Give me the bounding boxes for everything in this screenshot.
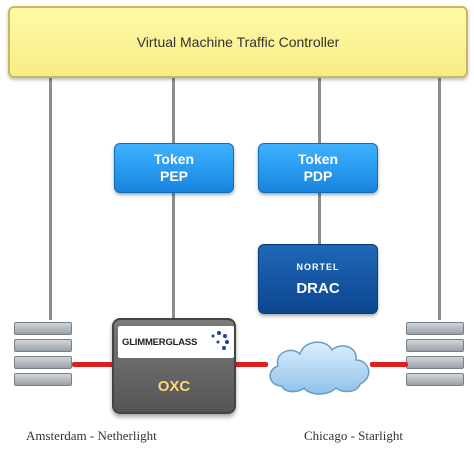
oxc-label: OXC: [157, 378, 191, 395]
server-unit: [406, 356, 464, 369]
glimmerglass-logo-text: GLIMMERGLASS: [122, 336, 198, 348]
link-oxc-to-cloud: [234, 362, 268, 367]
server-unit: [406, 322, 464, 335]
server-unit: [406, 373, 464, 386]
server-unit: [14, 322, 72, 335]
server-unit: [14, 356, 72, 369]
token-pdp-line1: Token: [297, 151, 339, 167]
network-cloud-icon: [269, 341, 370, 395]
drac-label: DRAC: [296, 279, 340, 297]
link-rack-to-oxc: [72, 362, 114, 367]
token-pdp-box: Token PDP: [258, 143, 378, 193]
link-cloud-to-rack: [370, 362, 408, 367]
nortel-logo: NORTEL: [296, 261, 340, 272]
connector-line-right-rack: [438, 78, 441, 320]
caption-amsterdam: Amsterdam - Netherlight: [26, 428, 157, 443]
oxc-box: GLIMMERGLASS OXC: [112, 318, 236, 414]
caption-chicago: Chicago - Starlight: [304, 428, 403, 443]
traffic-controller-label: Virtual Machine Traffic Controller: [136, 34, 340, 50]
glimmerglass-dots-icon: [211, 331, 229, 350]
server-unit: [14, 373, 72, 386]
token-pep-box: Token PEP: [114, 143, 234, 193]
server-rack-right: [406, 322, 464, 390]
connector-line-left-rack: [49, 78, 52, 320]
glimmerglass-logo: GLIMMERGLASS: [118, 326, 234, 358]
token-pdp-line2: PDP: [303, 168, 333, 184]
traffic-controller-box: Virtual Machine Traffic Controller: [8, 6, 468, 78]
token-pep-line2: PEP: [159, 168, 188, 184]
server-unit: [406, 339, 464, 352]
server-rack-left: [14, 322, 72, 390]
connector-line-oxc: [172, 78, 175, 320]
token-pep-line1: Token: [153, 151, 195, 167]
drac-box: NORTEL DRAC: [258, 244, 378, 314]
server-unit: [14, 339, 72, 352]
